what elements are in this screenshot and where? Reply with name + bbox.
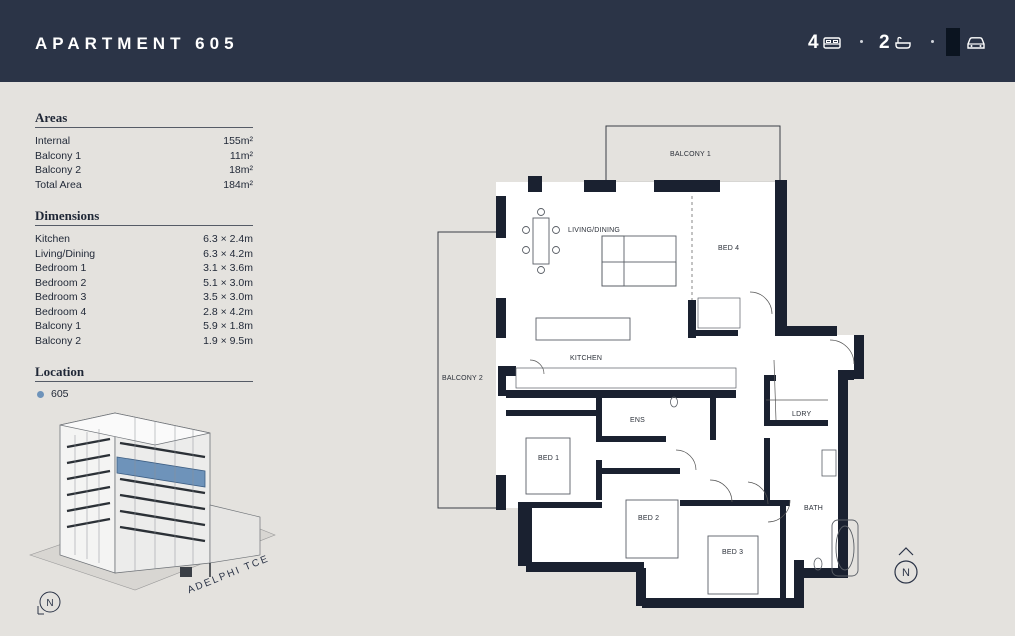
separator-dot <box>931 40 934 43</box>
area-label: Total Area <box>35 178 82 191</box>
area-value: 155m² <box>223 135 253 147</box>
dimension-label: Bedroom 1 <box>35 262 87 274</box>
area-label: Balcony 2 <box>35 164 82 176</box>
wardrobe-icon <box>697 297 741 329</box>
dimension-row: Bedroom 4 2.8 × 4.2m <box>35 305 253 320</box>
dimension-value: 5.9 × 1.8m <box>203 320 253 332</box>
dimension-label: Bedroom 2 <box>35 276 87 289</box>
dimension-label: Bedroom 4 <box>35 305 87 318</box>
area-row: Total Area 184m² <box>35 178 253 193</box>
areas-section: Areas Internal 155m² Balcony 1 11m² Balcon… <box>35 110 253 192</box>
vanity-icon <box>821 449 837 477</box>
info-sidebar: Areas Internal 155m² Balcony 1 11m² Balcon… <box>35 110 253 416</box>
dimension-row: Balcony 2 1.9 × 9.5m <box>35 334 253 349</box>
dimensions-title: Dimensions <box>35 208 253 226</box>
location-legend: 605 <box>35 388 253 400</box>
location-marker-icon <box>37 390 44 398</box>
car-icon <box>967 37 985 49</box>
dining-table-icon <box>522 208 560 274</box>
kitchen-bench-icon <box>515 367 737 389</box>
room-label-ldry: LDRY <box>792 411 811 418</box>
dimension-label: Balcony 1 <box>35 320 82 332</box>
dimension-row: Bedroom 3 3.5 × 3.0m <box>35 290 253 305</box>
room-label-bed3: BED 3 <box>722 549 743 556</box>
area-value: 18m² <box>229 164 253 176</box>
room-label-living: LIVING/DINING <box>568 227 620 234</box>
sofa-icon <box>601 235 677 287</box>
north-label: N <box>46 598 53 609</box>
room-label-ens: ENS <box>630 417 645 424</box>
car-count-bar <box>946 28 960 56</box>
dimension-row: Balcony 1 5.9 × 1.8m <box>35 319 253 334</box>
bathroom-count: 2 <box>879 31 912 55</box>
dimension-value: 3.1 × 3.6m <box>203 262 253 274</box>
room-label-balcony1: BALCONY 1 <box>670 151 711 158</box>
dimension-row: Kitchen 6.3 × 2.4m <box>35 232 253 247</box>
bed1-bed-icon <box>525 437 571 495</box>
dimension-value: 5.1 × 3.0m <box>203 276 253 289</box>
area-value: 11m² <box>229 149 253 162</box>
room-label-bed2: BED 2 <box>638 515 659 522</box>
bathroom-count-value: 2 <box>879 32 890 53</box>
bed-icon <box>822 37 841 49</box>
dimension-value: 2.8 × 4.2m <box>203 305 253 318</box>
room-label-kitchen: KITCHEN <box>570 355 602 362</box>
area-value: 184m² <box>223 178 253 191</box>
dimension-row: Living/Dining 6.3 × 4.2m <box>35 247 253 262</box>
plan-north-arrow-icon: N <box>894 547 918 584</box>
dimension-value: 6.3 × 2.4m <box>203 233 253 245</box>
location-section: Location 605 <box>35 364 253 400</box>
area-row: Balcony 1 11m² <box>35 149 253 164</box>
room-label-bath: BATH <box>804 505 823 512</box>
bed3-bed-icon <box>707 535 759 595</box>
bathtub-icon <box>831 519 859 577</box>
room-label-bed1: BED 1 <box>538 455 559 462</box>
area-row: Internal 155m² <box>35 134 253 149</box>
dimension-label: Balcony 2 <box>35 334 82 347</box>
dimension-label: Living/Dining <box>35 247 96 260</box>
area-label: Balcony 1 <box>35 149 82 162</box>
dimensions-section: Dimensions Kitchen 6.3 × 2.4m Living/Dini… <box>35 208 253 348</box>
bed2-bed-icon <box>625 499 679 559</box>
toilet-icon <box>813 557 823 571</box>
building-illustration <box>29 412 276 591</box>
room-label-bed4: BED 4 <box>718 245 739 252</box>
location-unit-label: 605 <box>51 388 69 400</box>
header-bar: APARTMENT 605 4 2 <box>0 0 1015 82</box>
area-label: Internal <box>35 135 71 147</box>
room-label-balcony2: BALCONY 2 <box>442 375 483 382</box>
dimension-label: Kitchen <box>35 233 71 245</box>
plan-north-label: N <box>902 567 910 579</box>
dimension-row: Bedroom 1 3.1 × 3.6m <box>35 261 253 276</box>
kitchen-island-icon <box>535 317 631 341</box>
areas-title: Areas <box>35 110 253 128</box>
dimension-value: 1.9 × 9.5m <box>203 334 253 347</box>
dimension-value: 3.5 × 3.0m <box>203 291 253 303</box>
page-title: APARTMENT 605 <box>35 34 239 53</box>
bedroom-count-value: 4 <box>808 32 819 53</box>
dimension-value: 6.3 × 4.2m <box>203 247 253 260</box>
area-row: Balcony 2 18m² <box>35 163 253 178</box>
location-title: Location <box>35 364 253 382</box>
bedroom-count: 4 <box>808 31 841 55</box>
north-arrow-icon: N <box>37 591 61 615</box>
dimension-row: Bedroom 2 5.1 × 3.0m <box>35 276 253 291</box>
bath-icon <box>894 36 911 49</box>
separator-dot <box>860 40 863 43</box>
toilet-icon <box>670 396 678 408</box>
dimension-label: Bedroom 3 <box>35 291 87 303</box>
floor-plan: BALCONY 1 BALCONY 2 LIVING/DINING KITCHE… <box>437 125 864 608</box>
